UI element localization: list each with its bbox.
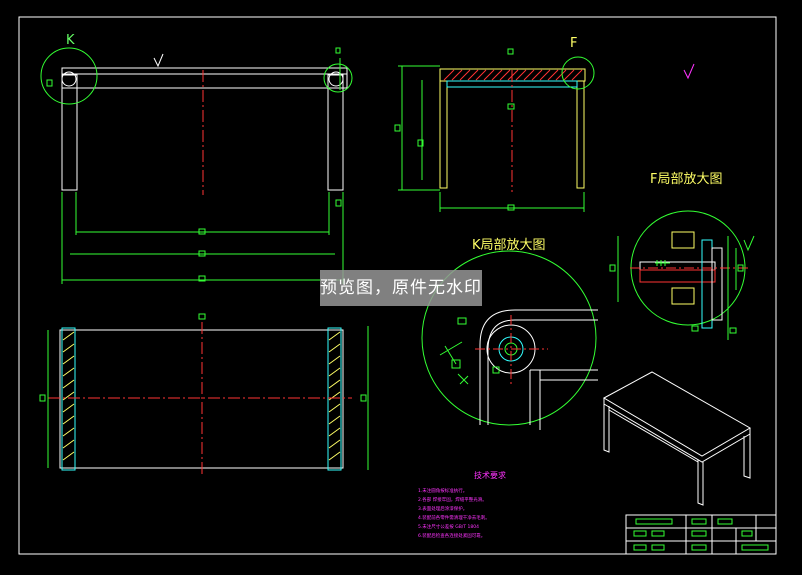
front-view-surface-finish-symbol: [153, 53, 164, 68]
front-view-k-marker-circle: [40, 47, 98, 105]
f-view-label: F: [570, 36, 578, 51]
k-view-label: K: [66, 33, 75, 48]
iso-tabletop-edge: [603, 398, 751, 463]
k-detail-rail-inner: [487, 319, 598, 425]
front-view: [40, 47, 353, 284]
isometric-view: [602, 371, 751, 506]
top-view: [39, 313, 369, 474]
f-detail-block-bottom: [671, 287, 695, 305]
side-view-dimensions: [394, 48, 585, 212]
front-view-right-marker-circle: [323, 63, 353, 93]
side-view-left-leg: [439, 80, 448, 189]
title-block: [625, 514, 777, 555]
front-view-dimensions: [46, 47, 344, 284]
f-detail-board-section: [639, 269, 716, 283]
iso-leg-back-right: [743, 434, 751, 479]
f-detail-block-top: [671, 231, 695, 249]
f-detail-leg-inner: [711, 247, 723, 321]
front-view-top-rail: [61, 67, 348, 89]
f-detail-leg-outer: [701, 239, 713, 329]
top-view-right-end: [327, 327, 342, 471]
f-detail-view: [609, 210, 755, 340]
front-view-left-leg: [61, 74, 78, 191]
side-view-right-leg: [576, 80, 585, 189]
f-detail-screw: [655, 260, 670, 266]
tech-note: 5.未注尺寸公差按 GB/T 1804: [418, 525, 479, 530]
f-detail-dimensions: [609, 235, 755, 340]
tech-note: 1.未注圆角按标准执行。: [418, 489, 468, 494]
roughness-symbol: [683, 63, 695, 80]
tech-note: 4.装配前各零件需清理干净去毛刺。: [418, 516, 490, 521]
k-detail-view: [421, 250, 598, 430]
side-view-top-board-hatch: [443, 69, 583, 81]
tech-note: 2.各部 焊接牢固，焊缝平整光滑。: [418, 498, 487, 503]
drawing-border: [18, 16, 777, 555]
k-detail-title: K局部放大图: [472, 238, 546, 253]
top-view-right-hatch: [328, 331, 341, 461]
tech-note: 6.装配后检查各连接处紧固可靠。: [418, 534, 486, 539]
tech-note: 3.表面处理后涂漆保护。: [418, 507, 468, 512]
iso-tabletop-top: [602, 371, 751, 457]
f-detail-title: F局部放大图: [650, 172, 723, 187]
front-view-left-joint: [61, 71, 77, 87]
top-view-dimensions: [39, 313, 369, 470]
front-view-right-leg: [327, 74, 344, 191]
title-block-outline: [625, 514, 777, 555]
k-detail-rail-outer: [479, 309, 598, 425]
front-view-right-joint: [328, 71, 344, 87]
top-view-left-end: [61, 327, 76, 471]
top-view-left-hatch: [62, 331, 75, 461]
preview-watermark: 预览图，原件无水印: [320, 270, 482, 306]
tech-requirements-title: 技术要求: [474, 471, 506, 480]
f-detail-top-board: [639, 261, 716, 271]
k-detail-annotations: [439, 317, 500, 385]
side-view: [394, 48, 595, 212]
side-view-f-marker-circle: [561, 56, 595, 90]
iso-apron: [608, 409, 699, 463]
k-detail-boundary-circle: [421, 250, 597, 426]
iso-leg-front-right: [697, 460, 704, 506]
iso-leg-front-left: [603, 404, 610, 453]
